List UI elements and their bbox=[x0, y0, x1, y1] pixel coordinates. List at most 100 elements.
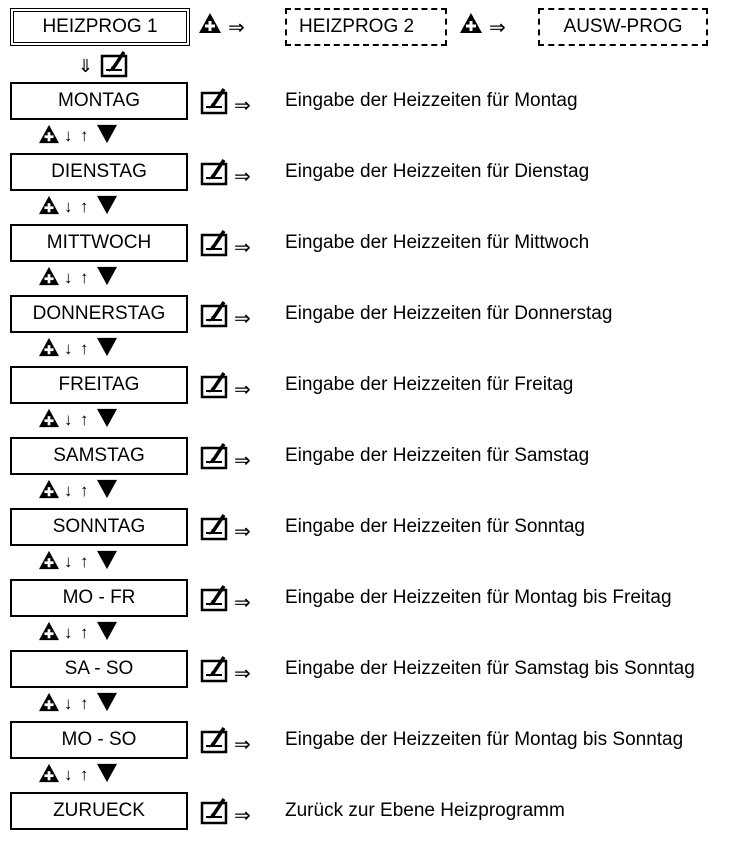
row-description: Eingabe der Heizzeiten für Donnerstag bbox=[285, 303, 613, 324]
filled-triangle-down-icon[interactable] bbox=[96, 266, 118, 286]
plus-triangle-up-icon[interactable] bbox=[38, 408, 60, 428]
filled-triangle-down-icon[interactable] bbox=[96, 763, 118, 783]
edit-pen-box-icon[interactable] bbox=[200, 300, 230, 328]
right-arrow: ⇒ bbox=[234, 308, 251, 330]
filled-triangle-down-icon[interactable] bbox=[96, 124, 118, 144]
day-menu-box[interactable]: MO - FR bbox=[10, 579, 188, 617]
plus-triangle-up-icon[interactable] bbox=[38, 195, 60, 215]
right-arrow: ⇒ bbox=[234, 237, 251, 259]
row-navigation: ↓↑ bbox=[38, 264, 148, 288]
edit-pen-box-icon[interactable] bbox=[200, 442, 230, 470]
right-arrow: ⇒ bbox=[234, 663, 251, 685]
row-description: Eingabe der Heizzeiten für Dienstag bbox=[285, 161, 590, 182]
edit-pen-box-icon[interactable] bbox=[200, 158, 230, 186]
down-arrow: ↓ bbox=[64, 481, 73, 500]
plus-triangle-up-icon[interactable] bbox=[38, 479, 60, 499]
edit-pen-box-icon[interactable] bbox=[100, 50, 130, 78]
plus-triangle-up-icon[interactable] bbox=[38, 763, 60, 783]
down-arrow: ↓ bbox=[64, 623, 73, 642]
day-menu-box[interactable]: DONNERSTAG bbox=[10, 295, 188, 333]
right-arrow: ⇒ bbox=[234, 166, 251, 188]
row-navigation: ↓↑ bbox=[38, 548, 148, 572]
row-description: Eingabe der Heizzeiten für Montag bis So… bbox=[285, 729, 684, 750]
right-arrow: ⇒ bbox=[234, 734, 251, 756]
up-arrow: ↑ bbox=[80, 339, 89, 358]
up-arrow: ↑ bbox=[80, 410, 89, 429]
edit-pen-box-icon[interactable] bbox=[200, 797, 230, 825]
day-menu-box[interactable]: FREITAG bbox=[10, 366, 188, 404]
row-description: Zurück zur Ebene Heizprogramm bbox=[285, 800, 565, 821]
down-arrow: ↓ bbox=[64, 552, 73, 571]
day-menu-box[interactable]: ZURUECK bbox=[10, 792, 188, 830]
right-arrow: ⇒ bbox=[234, 379, 251, 401]
plus-triangle-up-icon[interactable] bbox=[38, 692, 60, 712]
edit-pen-box-icon[interactable] bbox=[200, 87, 230, 115]
right-arrow: ⇒ bbox=[234, 450, 251, 472]
edit-pen-box-icon[interactable] bbox=[200, 726, 230, 754]
up-arrow: ↑ bbox=[80, 268, 89, 287]
filled-triangle-down-icon[interactable] bbox=[96, 692, 118, 712]
down-arrow: ↓ bbox=[64, 126, 73, 145]
plus-triangle-up-icon[interactable] bbox=[38, 266, 60, 286]
plus-triangle-up-icon[interactable] bbox=[38, 550, 60, 570]
down-arrow: ↓ bbox=[64, 765, 73, 784]
up-arrow: ↑ bbox=[80, 765, 89, 784]
right-arrow: ⇒ bbox=[489, 17, 506, 39]
day-menu-box[interactable]: SAMSTAG bbox=[10, 437, 188, 475]
row-description: Eingabe der Heizzeiten für Samstag bbox=[285, 445, 590, 466]
plus-triangle-up-icon[interactable] bbox=[198, 12, 222, 34]
row-description: Eingabe der Heizzeiten für Samstag bis S… bbox=[285, 658, 695, 679]
day-menu-box[interactable]: DIENSTAG bbox=[10, 153, 188, 191]
row-description: Eingabe der Heizzeiten für Freitag bbox=[285, 374, 574, 395]
up-arrow: ↑ bbox=[80, 552, 89, 571]
filled-triangle-down-icon[interactable] bbox=[96, 337, 118, 357]
filled-triangle-down-icon[interactable] bbox=[96, 479, 118, 499]
row-navigation: ↓↑ bbox=[38, 122, 148, 146]
day-menu-box[interactable]: MITTWOCH bbox=[10, 224, 188, 262]
plus-triangle-up-icon[interactable] bbox=[38, 621, 60, 641]
day-menu-box[interactable]: SA - SO bbox=[10, 650, 188, 688]
up-arrow: ↑ bbox=[80, 694, 89, 713]
row-description: Eingabe der Heizzeiten für Mittwoch bbox=[285, 232, 590, 253]
row-navigation: ↓↑ bbox=[38, 335, 148, 359]
plus-triangle-up-icon[interactable] bbox=[38, 124, 60, 144]
right-arrow: ⇒ bbox=[234, 95, 251, 117]
edit-pen-box-icon[interactable] bbox=[200, 513, 230, 541]
row-navigation: ↓↑ bbox=[38, 619, 148, 643]
down-arrow: ↓ bbox=[64, 197, 73, 216]
edit-pen-box-icon[interactable] bbox=[200, 229, 230, 257]
day-menu-box[interactable]: MO - SO bbox=[10, 721, 188, 759]
edit-pen-box-icon[interactable] bbox=[200, 584, 230, 612]
row-description: Eingabe der Heizzeiten für Montag bis Fr… bbox=[285, 587, 672, 608]
right-arrow: ⇒ bbox=[234, 805, 251, 827]
filled-triangle-down-icon[interactable] bbox=[96, 550, 118, 570]
row-navigation: ↓↑ bbox=[38, 193, 148, 217]
filled-triangle-down-icon[interactable] bbox=[96, 195, 118, 215]
down-arrow: ↓ bbox=[64, 268, 73, 287]
heizprog-1-box[interactable]: HEIZPROG 1 bbox=[10, 8, 190, 46]
row-navigation: ↓↑ bbox=[38, 477, 148, 501]
row-navigation: ↓↑ bbox=[38, 690, 148, 714]
edit-pen-box-icon[interactable] bbox=[200, 655, 230, 683]
row-description: Eingabe der Heizzeiten für Montag bbox=[285, 90, 578, 111]
filled-triangle-down-icon[interactable] bbox=[96, 621, 118, 641]
row-navigation: ↓↑ bbox=[38, 406, 148, 430]
filled-triangle-down-icon[interactable] bbox=[96, 408, 118, 428]
down-arrow: ↓ bbox=[64, 694, 73, 713]
right-arrow: ⇒ bbox=[234, 592, 251, 614]
up-arrow: ↑ bbox=[80, 481, 89, 500]
up-arrow: ↑ bbox=[80, 197, 89, 216]
heizprog-2-label: HEIZPROG 2 bbox=[299, 16, 415, 37]
edit-pen-box-icon[interactable] bbox=[200, 371, 230, 399]
plus-triangle-up-icon[interactable] bbox=[38, 337, 60, 357]
up-arrow: ↑ bbox=[80, 126, 89, 145]
heizprog-2-box[interactable]: HEIZPROG 2 bbox=[285, 8, 447, 46]
day-menu-box[interactable]: MONTAG bbox=[10, 82, 188, 120]
right-arrow: ⇒ bbox=[234, 521, 251, 543]
right-arrow: ⇒ bbox=[228, 17, 245, 39]
plus-triangle-up-icon[interactable] bbox=[459, 12, 483, 34]
day-menu-box[interactable]: SONNTAG bbox=[10, 508, 188, 546]
down-arrow: ↓ bbox=[64, 410, 73, 429]
ausw-prog-box[interactable]: AUSW-PROG bbox=[538, 8, 708, 46]
row-navigation: ↓↑ bbox=[38, 761, 148, 785]
